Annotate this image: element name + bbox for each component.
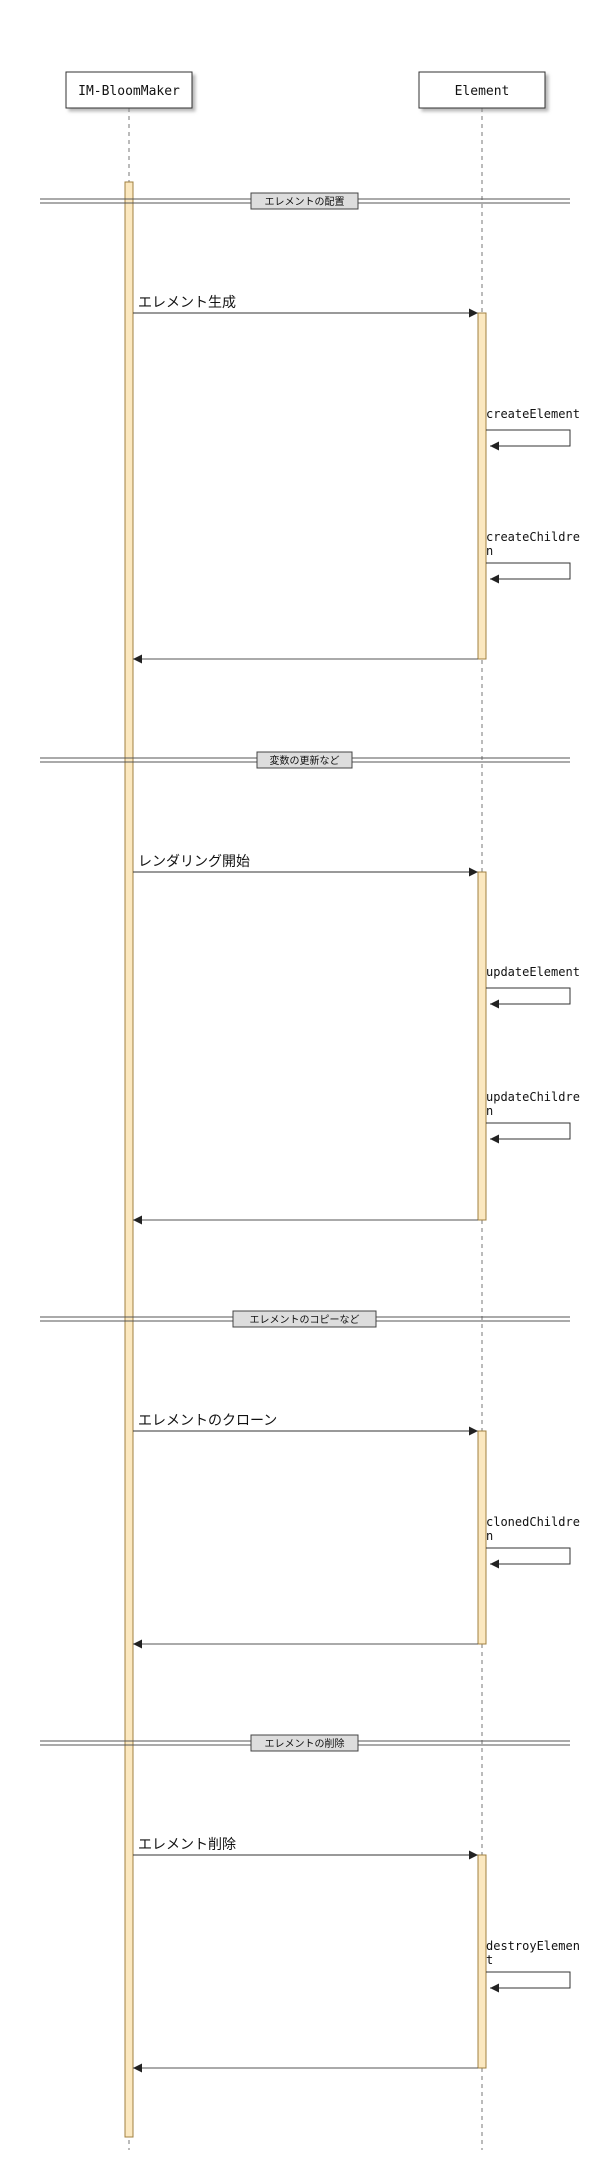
activation-bar-element xyxy=(477,871,487,1221)
activation-bar-bloommaker xyxy=(124,181,134,2138)
activation-bar-element xyxy=(477,1430,487,1645)
participant-bloommaker: IM-BloomMaker xyxy=(65,71,193,109)
message-label: エレメント生成 xyxy=(138,295,236,311)
section-divider: エレメントの配置 xyxy=(40,192,570,210)
message-label: レンダリング開始 xyxy=(138,854,250,870)
self-call-label: updateElement xyxy=(486,965,580,979)
self-call-arrow xyxy=(486,1547,571,1569)
self-call-arrow xyxy=(486,987,571,1009)
self-call-arrow xyxy=(486,429,571,451)
self-call-label: updateChildre xyxy=(486,1090,580,1104)
self-call-arrow xyxy=(486,562,571,584)
section-label: 変数の更新など xyxy=(270,754,340,767)
participant-bloommaker-label: IM-BloomMaker xyxy=(78,84,180,99)
message-label: エレメント削除 xyxy=(138,1837,236,1853)
self-call-label-continued: n xyxy=(486,1104,493,1118)
section-label: エレメントのコピーなど xyxy=(250,1314,360,1326)
message-label: エレメントのクローン xyxy=(138,1413,277,1429)
self-call-label-continued: n xyxy=(486,544,493,558)
activation-bar-element xyxy=(477,1854,487,2069)
self-call-label: clonedChildre xyxy=(486,1515,580,1529)
section-label: エレメントの削除 xyxy=(265,1737,345,1750)
self-call-label: createElement xyxy=(486,407,580,421)
section-divider: 変数の更新など xyxy=(40,751,570,769)
section-divider: エレメントの削除 xyxy=(40,1734,570,1752)
activation-bar-element xyxy=(477,312,487,660)
participant-element-label: Element xyxy=(455,84,510,99)
self-call-label-continued: t xyxy=(486,1953,493,1967)
section-divider: エレメントのコピーなど xyxy=(40,1310,570,1328)
self-call-arrow xyxy=(486,1122,571,1144)
self-call-arrow xyxy=(486,1971,571,1993)
section-label: エレメントの配置 xyxy=(265,196,345,208)
self-call-label: createChildre xyxy=(486,530,580,544)
self-call-label: destroyElemen xyxy=(486,1939,580,1953)
self-call-label-continued: n xyxy=(486,1529,493,1543)
participant-element: Element xyxy=(418,71,546,109)
